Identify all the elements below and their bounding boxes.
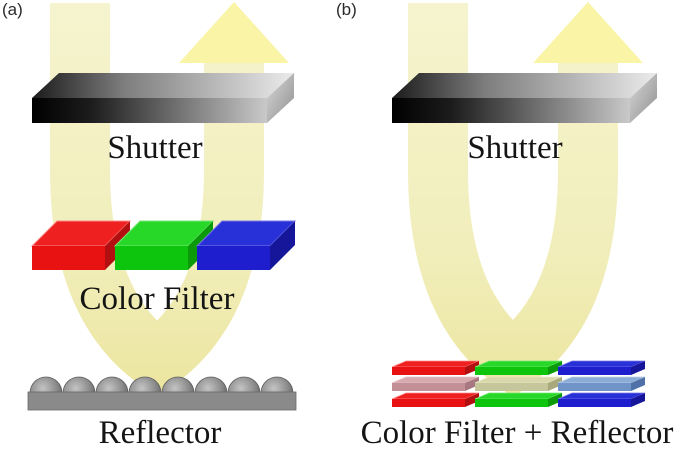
blue-layer2-top xyxy=(557,376,646,384)
light-beam-b-path xyxy=(408,3,618,398)
green-layer2-front xyxy=(475,383,548,391)
green-filter-front-face xyxy=(115,246,188,270)
shutter-b-top-face xyxy=(392,73,657,98)
shutter-a-top-face xyxy=(32,73,294,98)
red-layer1-front xyxy=(392,367,465,375)
red-filter-slab xyxy=(30,220,132,270)
combined-filter-reflector-b xyxy=(391,360,646,407)
blue-layer3-side xyxy=(631,393,645,407)
blue-layer1-top xyxy=(557,360,646,368)
green-layer3-top xyxy=(474,392,563,400)
green-layer1-front xyxy=(475,367,548,375)
blue-stack xyxy=(557,360,646,407)
shutter-label-a: Shutter xyxy=(107,130,203,166)
color-filter-a xyxy=(30,220,297,270)
reflector-base-bar xyxy=(27,391,297,411)
blue-layer1-front xyxy=(558,367,631,375)
green-layer1-side xyxy=(548,361,562,375)
reflector-a xyxy=(27,376,297,411)
light-beam-b-icon xyxy=(408,2,643,398)
red-layer2-top xyxy=(391,376,480,384)
green-layer3-side xyxy=(548,393,562,407)
blue-filter-front-face xyxy=(197,246,270,270)
color-filter-label-a: Color Filter xyxy=(79,281,235,317)
green-layer1-top xyxy=(474,360,563,368)
shutter-a-side-face xyxy=(267,73,294,123)
red-stack xyxy=(391,360,480,407)
red-layer1-side xyxy=(465,361,479,375)
up-arrowhead-a-icon xyxy=(179,2,289,63)
color-filter-reflector-label-b: Color Filter + Reflector xyxy=(360,415,674,451)
panel-a-tag: (a) xyxy=(2,0,23,19)
blue-layer2-front xyxy=(558,383,631,391)
blue-layer3-top xyxy=(557,392,646,400)
up-arrowhead-b-icon xyxy=(533,2,643,63)
red-layer3-front xyxy=(392,399,465,407)
green-layer3-front xyxy=(475,399,548,407)
green-stack xyxy=(474,360,563,407)
red-layer3-side xyxy=(465,393,479,407)
green-layer2-top xyxy=(474,376,563,384)
shutter-b-front-face xyxy=(392,98,630,123)
green-layer2-side xyxy=(548,377,562,391)
panel-b-graphics xyxy=(391,2,657,407)
shutter-slab-b xyxy=(392,73,657,123)
panel-a-graphics xyxy=(27,2,297,411)
red-layer3-top xyxy=(391,392,480,400)
panel-b-tag: (b) xyxy=(336,0,357,19)
reflector-label-a: Reflector xyxy=(98,415,222,451)
shutter-label-b: Shutter xyxy=(467,130,563,166)
red-layer1-top xyxy=(391,360,480,368)
blue-layer2-side xyxy=(631,377,645,391)
shutter-a-front-face xyxy=(32,98,267,123)
blue-filter-side-face xyxy=(270,221,295,270)
red-filter-front-face xyxy=(32,246,105,270)
shutter-b-side-face xyxy=(630,73,657,123)
red-layer2-front xyxy=(392,383,465,391)
blue-layer1-side xyxy=(631,361,645,375)
blue-filter-slab xyxy=(195,220,297,270)
blue-layer3-front xyxy=(558,399,631,407)
shutter-slab-a xyxy=(32,73,294,123)
red-layer2-side xyxy=(465,377,479,391)
